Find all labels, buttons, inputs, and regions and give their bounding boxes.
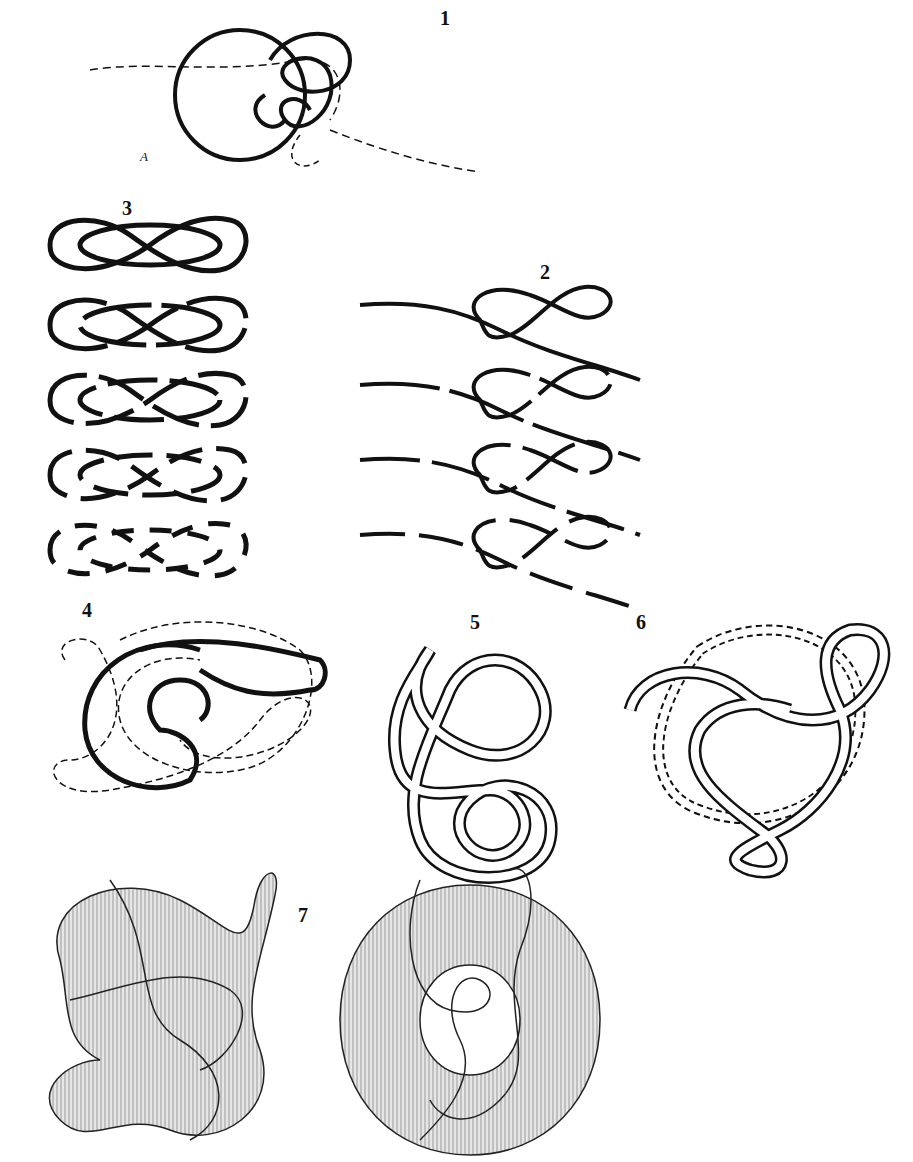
figure-number: 4 — [82, 600, 92, 620]
figure-number: 7 — [298, 905, 308, 925]
figure-5 — [394, 650, 551, 878]
figure-4 — [54, 622, 326, 792]
figure-number: 6 — [636, 612, 646, 632]
figure-3 — [50, 218, 246, 575]
figure-number: 2 — [540, 262, 550, 282]
point-letter: A — [140, 150, 148, 163]
figure-number: 3 — [122, 198, 132, 218]
figure-number: 1 — [440, 8, 450, 28]
figure-1 — [90, 30, 480, 172]
figure-number: 5 — [470, 612, 480, 632]
figure-7 — [49, 868, 600, 1155]
figure-6 — [630, 629, 884, 872]
figure-2 — [360, 287, 640, 610]
